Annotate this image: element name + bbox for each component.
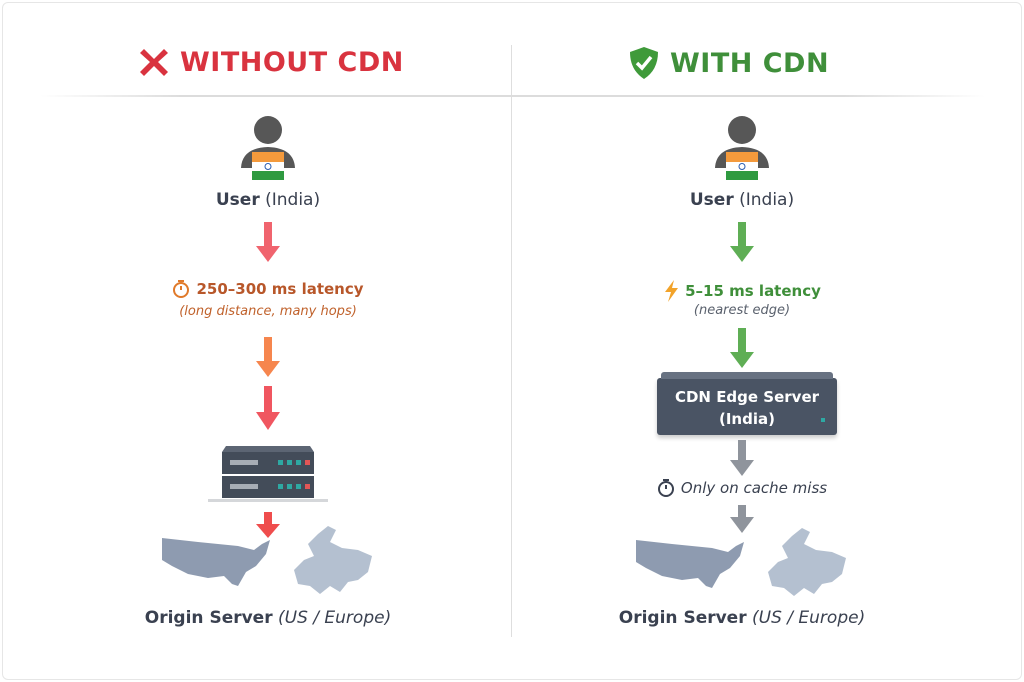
latency-text: 5–15 ms latency [685,282,821,300]
us-europe-map-icon [636,528,846,596]
status-led [821,418,825,422]
arrow-down-icon [730,505,754,533]
latency-fast: 5–15 ms latency [592,280,892,302]
cache-miss-note: Only on cache miss [592,479,892,497]
with-cdn-title: WITH CDN [628,46,829,80]
user-india-icon [241,116,295,180]
arrow-down-icon [730,328,754,368]
arrow-down-icon [730,222,754,262]
user-india-icon [715,116,769,180]
cache-note-text: Only on cache miss [680,479,828,497]
origin-label: Origin Server (US / Europe) [618,608,866,628]
arrow-down-icon [256,337,280,377]
arrow-down-icon [256,512,280,538]
title-text: WITH CDN [670,47,830,79]
arrow-down-icon [256,222,280,262]
stopwatch-icon [173,280,190,298]
latency-slow: 250–300 ms latency [118,280,418,298]
arrow-down-icon [730,440,754,476]
arrow-down-icon [256,386,280,430]
edge-server-location: (India) [719,410,775,428]
origin-server-rack-icon [208,446,328,502]
title-text: WITHOUT CDN [180,46,404,78]
shield-check-icon [630,47,658,79]
lightning-icon [665,280,679,302]
user-label: User (India) [689,190,795,210]
latency-text: 250–300 ms latency [196,280,364,298]
x-mark-icon [140,49,168,76]
without-cdn-title: WITHOUT CDN [138,46,404,78]
latency-note: (long distance, many hops) [179,304,357,319]
header-divider [40,95,985,97]
column-divider [511,45,512,637]
user-label: User (India) [215,190,321,210]
cdn-edge-server: CDN Edge Server (India) [657,372,837,435]
stopwatch-icon [657,479,674,497]
us-europe-map-icon [162,526,372,594]
latency-note: (nearest edge) [693,303,791,318]
origin-label: Origin Server (US / Europe) [144,608,392,628]
edge-server-name: CDN Edge Server [674,388,820,406]
